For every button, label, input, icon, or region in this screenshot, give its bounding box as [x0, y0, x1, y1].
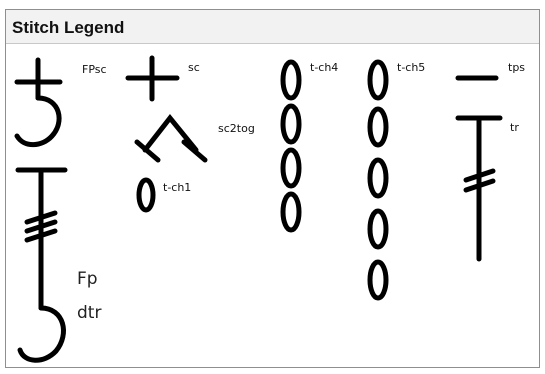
tch1-symbol: [136, 177, 156, 213]
tch5-symbol: [367, 59, 389, 301]
stitch-legend-panel: Stitch Legend: [5, 9, 540, 368]
tr-symbol: [455, 115, 503, 262]
sc2tog-symbol: [134, 113, 208, 163]
label-tch4: t-ch4: [310, 61, 338, 74]
fpsc-symbol: [14, 57, 63, 148]
label-fpdtr-line1: Fp: [77, 269, 98, 289]
sc-symbol: [125, 55, 180, 102]
panel-header: Stitch Legend: [6, 10, 539, 44]
label-sc: sc: [188, 61, 200, 74]
panel-title: Stitch Legend: [12, 18, 125, 37]
label-sc2tog: sc2tog: [218, 122, 255, 135]
tch4-symbol: [280, 59, 302, 233]
label-tch5: t-ch5: [397, 61, 425, 74]
label-tr: tr: [510, 121, 519, 134]
label-fpdtr-line2: dtr: [77, 303, 101, 323]
label-fpsc: FPsc: [82, 63, 107, 76]
fpdtr-symbol: [15, 167, 68, 363]
label-tch1: t-ch1: [163, 181, 191, 194]
label-tps: tps: [508, 61, 525, 74]
